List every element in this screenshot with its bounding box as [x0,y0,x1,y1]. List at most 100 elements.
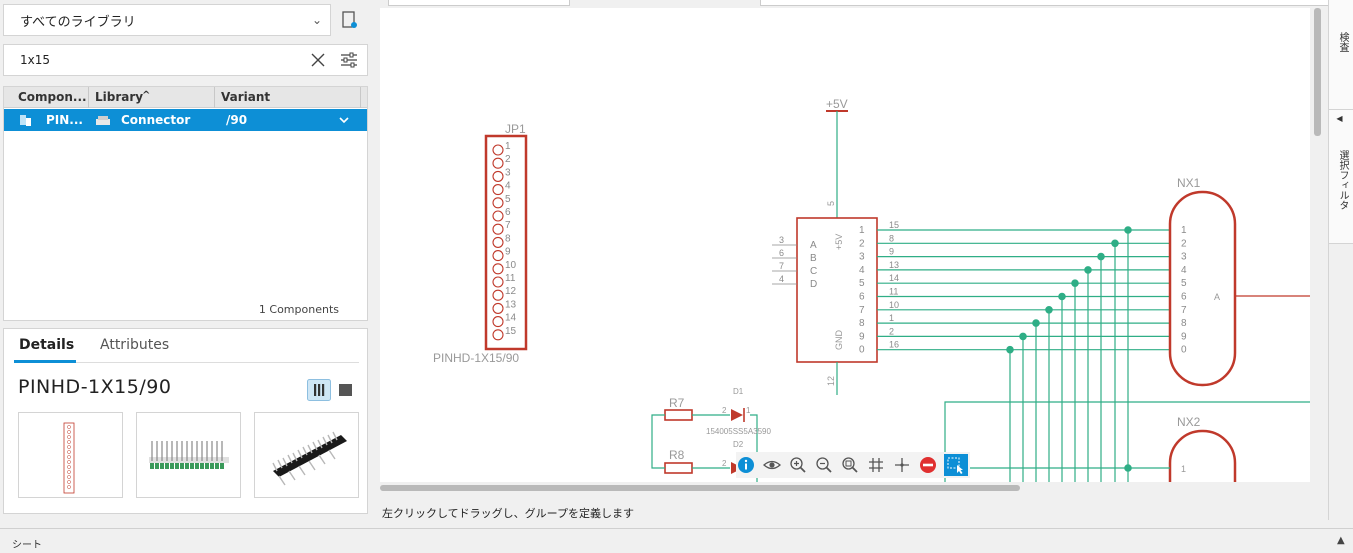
jp1-pin-label: 13 [505,299,517,310]
library-manager-icon[interactable] [341,10,359,30]
jp1-name: JP1 [505,122,526,136]
tab-attributes[interactable]: Attributes [100,337,170,353]
jp1-pin [492,157,504,169]
ic-left-pin-number: 6 [779,248,784,258]
grid-icon[interactable] [866,455,886,475]
d1-pin-a: 2 [722,406,727,415]
ic-right-pin-label: 7 [859,305,865,316]
single-view-icon[interactable] [334,379,358,401]
junction-dot [1124,226,1132,234]
nx1-pin-label: 5 [1181,278,1187,289]
jp1-pin-label: 4 [505,181,511,192]
zoom-in-icon[interactable] [788,455,808,475]
junction-dot [1032,319,1040,327]
jp1-pin [492,250,504,262]
jp1-pin-label: 1 [505,141,511,152]
ic-right-pin-label: 9 [859,331,865,342]
horizontal-scroll-thumb[interactable] [380,485,1020,491]
ic-right-pin-label: 0 [859,345,865,356]
tab-selection-filter-label: 選択フィルタ [1337,150,1348,210]
ic-left-pin-label: B [810,253,817,264]
r7-label: R7 [669,396,685,410]
details-panel: Details Attributes PINHD-1X15/90 [3,328,368,514]
nx1-pin-label: 1 [1181,225,1187,236]
r8-symbol[interactable]: R8 [664,448,693,474]
hint-text: 左クリックしてドラッグし、グループを定義します [382,507,635,520]
tab-selection-filter[interactable]: ◀ 選択フィルタ [1329,110,1353,244]
gallery-view-icon[interactable] [307,379,331,401]
r7-symbol[interactable]: R7 [664,396,693,421]
column-library[interactable]: Library [95,90,144,104]
ic-right-pin-number: 8 [889,233,894,243]
d1-pin-k: 1 [746,406,751,415]
jp1-pin [492,302,504,314]
ic-right-pin-label: 4 [859,265,865,276]
sheet-label[interactable]: シート [12,540,42,551]
chevron-down-icon: ⌄ [311,13,322,27]
ic-right-pin-label: 8 [859,318,865,329]
zoom-fit-icon[interactable] [840,455,860,475]
table-row[interactable]: PIN... Connector /90 [4,109,367,131]
d1-symbol[interactable]: D1 2 1 154005SS5A3590 [706,387,772,436]
zoom-out-icon[interactable] [814,455,834,475]
eye-icon[interactable] [762,455,782,475]
jp1-pin-label: 2 [505,154,511,165]
row-library: Connector [121,113,191,127]
chevron-down-icon[interactable] [339,116,349,124]
junction-dot [1019,332,1027,341]
jp1-pin-label: 9 [505,247,511,258]
sort-up-icon: ^ [142,90,151,101]
ic-left-pin-label: C [810,266,817,277]
info-icon[interactable] [736,455,756,475]
library-select[interactable]: すべてのライブラリ ⌄ [3,4,331,36]
ic-right-pin-label: 6 [859,292,865,303]
stop-icon[interactable] [918,455,938,475]
ic-right-pin-label: 1 [859,225,865,236]
nx1-common: A [1214,292,1220,302]
3d-preview[interactable] [254,412,359,498]
close-icon[interactable] [310,52,326,68]
expand-up-icon[interactable]: ▲ [1337,535,1345,546]
column-component[interactable]: Compon... [18,90,87,104]
jp1-pin-label: 10 [505,260,517,271]
jp1-pin-label: 15 [505,326,517,337]
ic-right-pin-number: 2 [889,326,894,336]
jp1-pin [492,329,504,341]
editor-tab-strip [374,0,1353,8]
tab-details[interactable]: Details [19,337,75,353]
crosshair-icon[interactable] [892,455,912,475]
part-name: PINHD-1X15/90 [18,376,172,398]
nx2-pin-label: 1 [1181,464,1186,474]
jp1-pin-label: 12 [505,286,517,297]
search-input[interactable]: 1x15 [3,44,368,76]
jp1-pin [492,144,504,156]
tab-inspect-label: 検査 [1337,32,1348,52]
components-count: 1 Components [258,303,339,316]
footprint-preview[interactable] [136,412,241,498]
junction-dot [1084,266,1092,274]
filter-settings-icon[interactable] [340,52,358,68]
jp1-pin [492,170,504,182]
column-variant[interactable]: Variant [221,90,271,104]
vertical-scroll-thumb[interactable] [1314,8,1321,136]
nx1-pin-label: 2 [1181,238,1187,249]
ic-right-pin-number: 15 [889,220,899,230]
jp1-pin [492,276,504,288]
nx1-pin-label: 0 [1181,345,1187,356]
select-mode-icon[interactable] [944,454,968,476]
ic-gnd-label: GND [834,330,844,351]
junction-dot [1071,279,1079,288]
tab-inspect[interactable]: 検査 [1329,0,1353,110]
nx1-pin-label: 6 [1181,292,1187,303]
library-panel: すべてのライブラリ ⌄ 1x15 Compon... Library ^ Var… [0,0,374,520]
nx1-pin-label: 9 [1181,331,1187,342]
supply-symbol[interactable]: +5V [826,97,848,218]
schematic-preview[interactable] [18,412,123,498]
jp1-pin [492,316,504,328]
r8-label: R8 [669,448,685,462]
right-sidebar: 検査 ◀ 選択フィルタ [1328,0,1353,520]
